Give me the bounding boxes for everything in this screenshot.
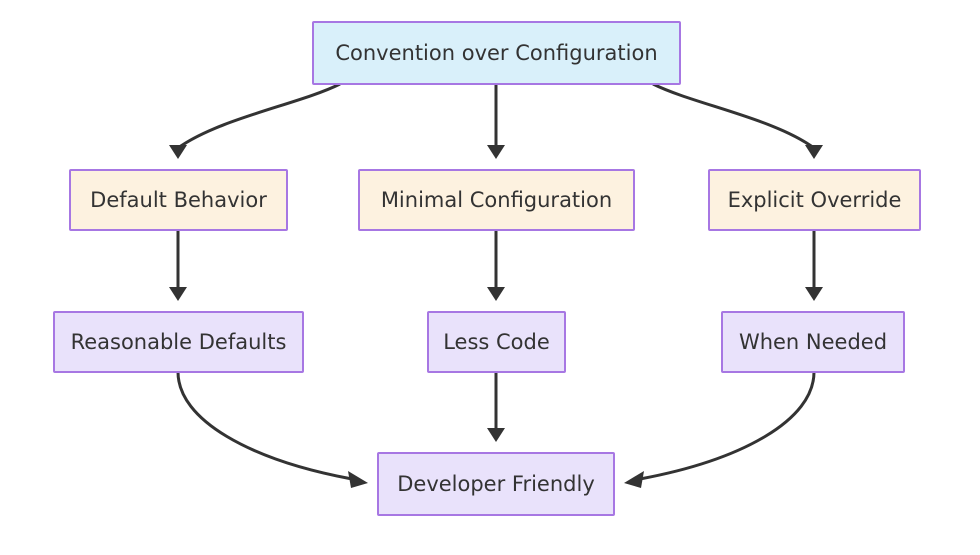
edge-line xyxy=(639,371,816,481)
edge-line xyxy=(176,371,353,481)
edge-root-to-default-behavior xyxy=(169,82,341,159)
node-box[interactable] xyxy=(69,169,288,231)
edge-arrowhead xyxy=(169,145,187,159)
node-box[interactable] xyxy=(358,169,635,231)
edge-line xyxy=(177,82,341,150)
node-default_behavior[interactable]: Default Behavior xyxy=(69,169,288,231)
edge-default-behavior-to-reasonable-defaults xyxy=(169,230,187,301)
edge-arrowhead xyxy=(487,428,505,442)
edge-line xyxy=(652,82,815,150)
edge-layer xyxy=(169,82,823,488)
node-explicit_override[interactable]: Explicit Override xyxy=(708,169,921,231)
edge-root-to-minimal-configuration xyxy=(487,84,505,159)
edge-arrowhead xyxy=(624,471,644,488)
edge-arrowhead xyxy=(805,287,823,301)
node-minimal_configuration[interactable]: Minimal Configuration xyxy=(358,169,635,231)
edge-when-needed-to-developer-friendly xyxy=(624,371,816,488)
edge-arrowhead xyxy=(348,471,368,488)
node-when_needed[interactable]: When Needed xyxy=(721,311,905,373)
edge-root-to-explicit-override xyxy=(652,82,823,159)
edge-arrowhead xyxy=(169,287,187,301)
edge-explicit-override-to-when-needed xyxy=(805,230,823,301)
edge-arrowhead xyxy=(805,145,823,159)
node-box[interactable] xyxy=(721,311,905,373)
node-developer_friendly[interactable]: Developer Friendly xyxy=(377,452,615,516)
node-less_code[interactable]: Less Code xyxy=(427,311,566,373)
node-reasonable_defaults[interactable]: Reasonable Defaults xyxy=(53,311,304,373)
edge-reasonable-defaults-to-developer-friendly xyxy=(176,371,368,488)
edge-less-code-to-developer-friendly xyxy=(487,372,505,442)
node-box[interactable] xyxy=(312,21,681,85)
edge-minimal-configuration-to-less-code xyxy=(487,230,505,301)
node-box[interactable] xyxy=(377,452,615,516)
edge-arrowhead xyxy=(487,287,505,301)
node-box[interactable] xyxy=(427,311,566,373)
node-root[interactable]: Convention over Configuration xyxy=(312,21,681,85)
edge-arrowhead xyxy=(487,145,505,159)
node-box[interactable] xyxy=(53,311,304,373)
node-box[interactable] xyxy=(708,169,921,231)
